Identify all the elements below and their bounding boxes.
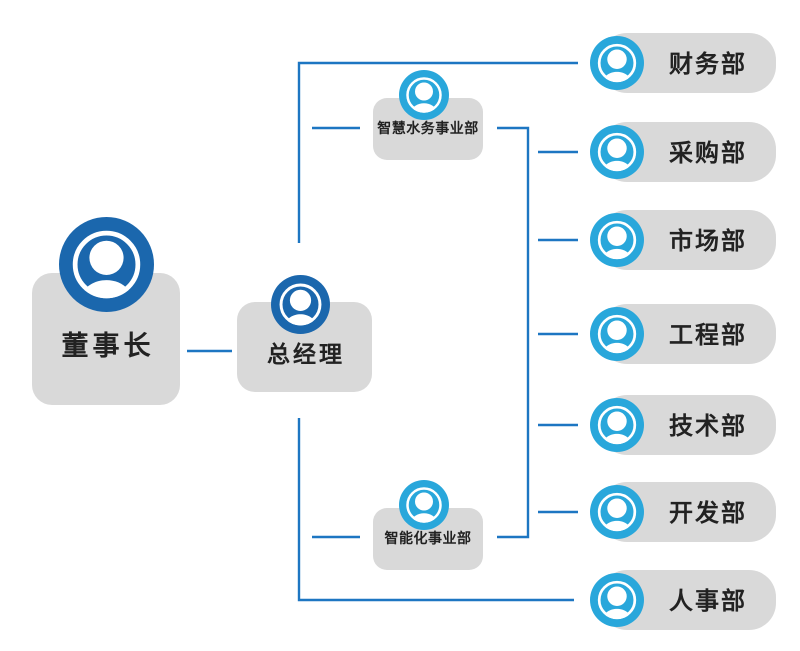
dept-label: 开发部	[669, 499, 747, 527]
person-icon	[590, 36, 644, 90]
node-dept-finance: 财务部	[600, 33, 776, 93]
node-dept-technology: 技术部	[600, 395, 776, 455]
division-label: 智能化事业部	[384, 531, 472, 547]
connector-right-rail	[497, 126, 530, 539]
node-division-intelligence: 智能化事业部	[373, 508, 483, 570]
node-general-manager: 总经理	[237, 302, 372, 392]
node-dept-procurement: 采购部	[600, 122, 776, 182]
person-icon	[590, 307, 644, 361]
dept-label: 采购部	[669, 139, 747, 167]
person-icon	[399, 480, 449, 530]
person-icon	[399, 70, 449, 120]
node-dept-development: 开发部	[600, 482, 776, 542]
division-label: 智慧水务事业部	[377, 121, 479, 137]
node-dept-marketing: 市场部	[600, 210, 776, 270]
person-icon	[590, 573, 644, 627]
person-icon	[590, 485, 644, 539]
node-dept-engineering: 工程部	[600, 304, 776, 364]
node-division-smart-water: 智慧水务事业部	[373, 98, 483, 160]
person-icon	[590, 213, 644, 267]
node-dept-hr: 人事部	[600, 570, 776, 630]
person-icon	[590, 125, 644, 179]
dept-label: 财务部	[669, 50, 747, 78]
person-icon	[59, 217, 154, 312]
dept-label: 人事部	[669, 587, 747, 615]
node-chairman: 董事长	[32, 273, 180, 405]
general-manager-label: 总经理	[267, 342, 345, 368]
person-icon	[590, 398, 644, 452]
chairman-label: 董事长	[61, 331, 155, 362]
person-icon	[271, 275, 330, 334]
dept-label: 工程部	[669, 321, 747, 349]
dept-label: 市场部	[669, 227, 747, 255]
dept-label: 技术部	[669, 412, 747, 440]
